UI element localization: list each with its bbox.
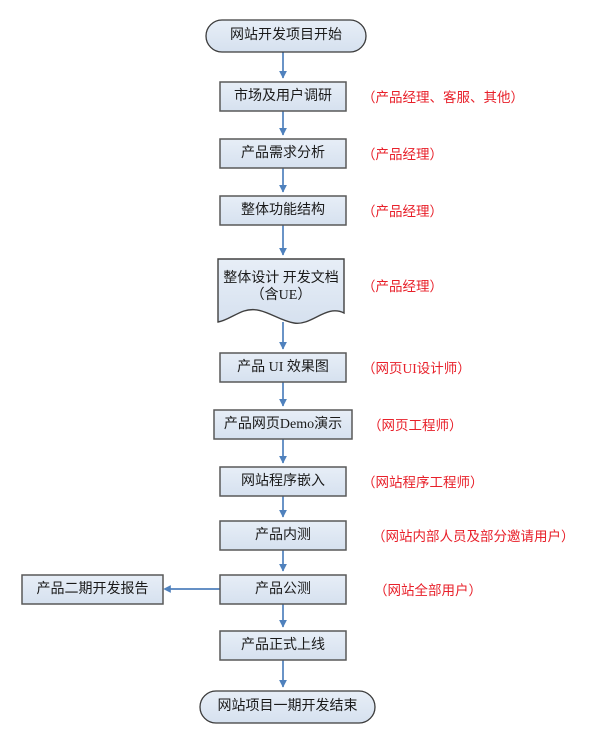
- node-n5-shape[interactable]: [219, 352, 347, 383]
- node-n4-label-line2: （含UE）: [250, 288, 312, 303]
- annotation-n3: （产品经理）: [362, 204, 443, 219]
- annotation-n2: （产品经理）: [362, 147, 443, 162]
- annotation-n8: （网站内部人员及部分邀请用户）: [372, 529, 575, 544]
- node-n6-shape[interactable]: [213, 409, 353, 440]
- node-n4-label-line1: 整体设计 开发文档: [223, 270, 339, 286]
- node-start-shape[interactable]: [205, 19, 367, 53]
- node-report-label: 产品二期开发报告: [36, 581, 149, 597]
- node-n8-shape[interactable]: [219, 520, 347, 551]
- annotation-n7: （网站程序工程师）: [362, 475, 484, 490]
- annotation-n6: （网页工程师）: [368, 418, 463, 433]
- annotation-n5: （网页UI设计师）: [362, 361, 471, 376]
- node-n4-label: 整体设计 开发文档 （含UE）: [218, 263, 344, 311]
- node-n2-label: 产品需求分析: [241, 145, 325, 161]
- node-start-label: 网站开发项目开始: [230, 28, 342, 44]
- node-n9-shape[interactable]: [219, 574, 347, 605]
- annotation-n4: （产品经理）: [362, 279, 443, 294]
- node-end-shape[interactable]: [199, 690, 376, 724]
- node-n1-shape[interactable]: [219, 81, 347, 112]
- node-n7-label: 网站程序嵌入: [241, 473, 325, 489]
- node-report-shape[interactable]: [21, 574, 164, 605]
- node-n2-shape[interactable]: [219, 138, 347, 169]
- node-n9-label: 产品公测: [255, 581, 311, 597]
- node-group: [21, 19, 376, 724]
- connector-group: [163, 52, 287, 688]
- node-n3-label: 整体功能结构: [241, 202, 325, 218]
- annotation-n1: （产品经理、客服、其他）: [362, 90, 524, 105]
- node-n4-shape[interactable]: [217, 258, 345, 324]
- node-n10-shape[interactable]: [219, 630, 347, 661]
- node-n7-shape[interactable]: [219, 466, 347, 497]
- annotation-n9: （网站全部用户）: [374, 583, 482, 598]
- node-n10-label: 产品正式上线: [241, 637, 325, 653]
- node-n3-shape[interactable]: [219, 195, 347, 226]
- node-n1-label: 市场及用户调研: [234, 88, 332, 104]
- node-n8-label: 产品内测: [255, 527, 311, 543]
- node-end-label: 网站项目一期开发结束: [217, 699, 358, 715]
- node-n6-label: 产品网页Demo演示: [223, 416, 343, 432]
- node-n5-label: 产品 UI 效果图: [237, 359, 329, 375]
